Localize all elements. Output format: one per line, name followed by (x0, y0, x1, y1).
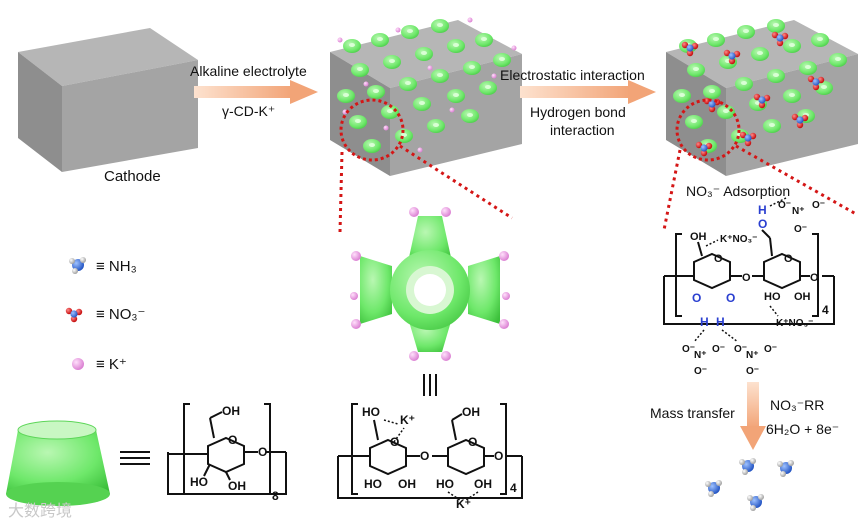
svg-text:OH: OH (228, 479, 246, 493)
adsorbed-structure: O O O O OH K⁺NO₃⁻ O H O⁻ N⁺ O⁻ O⁻ O O H … (663, 197, 835, 377)
svg-text:O: O (228, 433, 237, 447)
svg-text:O: O (784, 253, 793, 265)
svg-text:OH: OH (794, 291, 811, 303)
svg-text:OH: OH (222, 404, 240, 418)
process-arrow-2 (520, 80, 656, 104)
no3-top-n: N⁺ (792, 206, 805, 217)
cathode-label: Cathode (104, 168, 161, 185)
legend-no3: ≡ NO₃⁻ (96, 306, 145, 323)
svg-text:O: O (468, 435, 477, 449)
svg-text:H: H (700, 315, 709, 329)
svg-text:O: O (692, 291, 701, 305)
no3rr-label: NO₃⁻RR (770, 397, 824, 413)
step2-interaction-label: interaction (550, 122, 615, 138)
k-plus-top: K⁺ (400, 413, 415, 427)
svg-text:O: O (810, 272, 819, 284)
svg-text:O⁻: O⁻ (734, 344, 747, 355)
cathode-plate (18, 28, 198, 172)
cd-k-complex-3d (350, 207, 510, 361)
adsorbed-subscript-4: 4 (822, 303, 829, 317)
svg-text:O⁻: O⁻ (764, 344, 777, 355)
equivalence-horizontal (120, 451, 150, 465)
cd-subscript-8: 8 (272, 489, 279, 503)
svg-text:OH: OH (398, 477, 416, 491)
no3-adsorption-label: NO₃⁻ Adsorption (686, 183, 790, 199)
svg-text:O: O (258, 445, 267, 459)
legend-nh3: ≡ NH₃ (96, 258, 137, 275)
no3-legend-icon (65, 307, 83, 323)
svg-text:O: O (758, 217, 767, 231)
watermark: 大数跨境 (8, 501, 72, 520)
svg-text:O⁻: O⁻ (746, 366, 759, 377)
cd-k-structure: O O O O HO OH K⁺ HO OH HO OH K⁺ 4 (337, 403, 523, 511)
k-legend-icon (72, 358, 84, 370)
svg-text:O: O (726, 291, 735, 305)
equivalence-vertical (423, 374, 437, 396)
zoom-lines (338, 144, 857, 233)
k-plus-bottom: K⁺ (456, 497, 471, 511)
step2-electrostatic-label: Electrostatic interaction (500, 67, 645, 83)
complex-subscript-4: 4 (510, 481, 517, 495)
step1-electrolyte-label: Alkaline electrolyte (190, 63, 307, 79)
svg-text:N⁺: N⁺ (694, 350, 707, 361)
zoom-circle-1 (339, 98, 405, 162)
legend-k: ≡ K⁺ (96, 356, 127, 373)
step1-cd-label: γ-CD-K⁺ (222, 103, 275, 119)
svg-text:O⁻: O⁻ (712, 344, 725, 355)
mass-transfer-label: Mass transfer (650, 405, 735, 421)
svg-text:HO: HO (364, 477, 382, 491)
zoom-circle-2 (675, 98, 741, 162)
svg-text:H: H (716, 315, 725, 329)
svg-text:O: O (494, 449, 503, 463)
svg-text:O: O (714, 253, 723, 265)
svg-text:OH: OH (474, 477, 492, 491)
svg-text:OH: OH (462, 405, 480, 419)
svg-text:HO: HO (190, 475, 208, 489)
svg-text:H: H (758, 203, 767, 217)
k-ions-layer-1 (337, 17, 517, 153)
nh3-legend-icon (69, 257, 86, 274)
svg-text:HO: HO (764, 291, 781, 303)
svg-text:O⁻: O⁻ (794, 224, 807, 235)
adsorbed-cathode (666, 19, 858, 176)
cd-structure-single: OH O O HO OH 8 (167, 403, 287, 503)
svg-text:O⁻: O⁻ (694, 366, 707, 377)
reactants-label: 6H₂O + 8e⁻ (766, 421, 839, 437)
svg-text:O: O (420, 449, 429, 463)
svg-text:N⁺: N⁺ (746, 350, 759, 361)
k-no3-lower: K⁺NO₃⁻ (776, 318, 813, 329)
coated-cathode (330, 17, 522, 176)
svg-text:O: O (742, 272, 751, 284)
svg-text:HO: HO (436, 477, 454, 491)
nh3-products (705, 458, 794, 511)
no3-top-o: O⁻ (778, 200, 791, 211)
cd-cone-3d (6, 420, 110, 506)
reduction-arrow (740, 382, 766, 450)
step2-hbond-label: Hydrogen bond (530, 104, 626, 120)
process-arrow-1 (194, 80, 318, 104)
svg-text:HO: HO (362, 405, 380, 419)
svg-text:O⁻: O⁻ (682, 344, 695, 355)
legend: ≡ NH₃ ≡ NO₃⁻ ≡ K⁺ (65, 257, 145, 373)
svg-text:OH: OH (690, 231, 707, 243)
svg-text:O⁻: O⁻ (812, 200, 825, 211)
k-no3-upper: K⁺NO₃⁻ (720, 234, 757, 245)
